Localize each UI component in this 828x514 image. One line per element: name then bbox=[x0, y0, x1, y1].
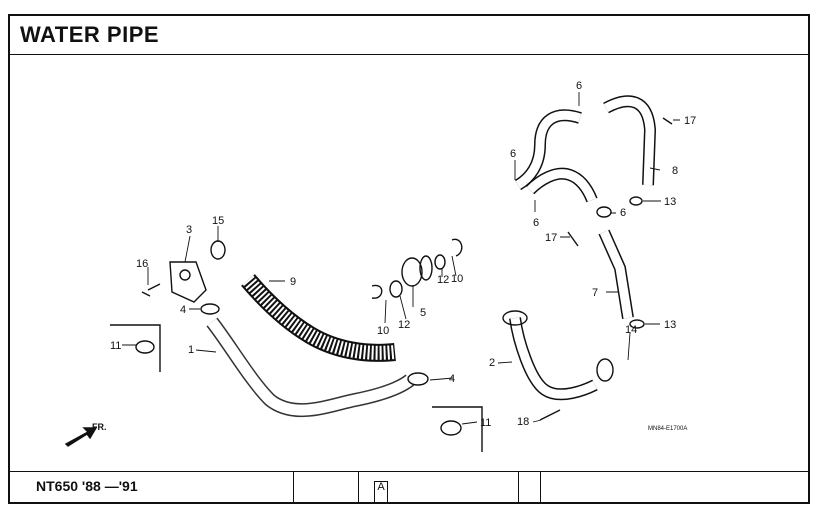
page-title: WATER PIPE bbox=[20, 22, 160, 47]
callout-7: 7 bbox=[592, 287, 598, 299]
front-direction-label: FR. bbox=[92, 422, 107, 432]
callout-9: 9 bbox=[290, 276, 296, 288]
callout-12b: 12 bbox=[437, 274, 449, 286]
figure-code: MN84-E1700A bbox=[648, 426, 687, 432]
callout-11: 11 bbox=[110, 340, 121, 352]
callout-10b: 10 bbox=[451, 273, 463, 285]
footer-divider bbox=[293, 472, 294, 502]
callout-13b: 13 bbox=[664, 319, 676, 331]
callout-17b: 17 bbox=[684, 115, 696, 127]
title-bar: WATER PIPE bbox=[10, 16, 808, 55]
callout-6: 6 bbox=[576, 80, 582, 92]
callout-13: 13 bbox=[664, 196, 676, 208]
callout-2: 2 bbox=[489, 357, 495, 369]
callout-17: 17 bbox=[545, 232, 557, 244]
callout-4: 4 bbox=[180, 304, 186, 316]
callout-12: 12 bbox=[398, 319, 410, 331]
callout-16: 16 bbox=[136, 258, 148, 270]
model-label: NT650 '88 —'91 bbox=[36, 478, 138, 494]
callout-8: 8 bbox=[672, 165, 678, 177]
callout-6d: 6 bbox=[620, 207, 626, 219]
callout-6c: 6 bbox=[533, 217, 539, 229]
callout-5: 5 bbox=[420, 307, 426, 319]
section-letter: A bbox=[374, 481, 388, 503]
callout-4b: 4 bbox=[449, 373, 455, 385]
callout-1: 1 bbox=[188, 344, 194, 356]
footer-bar: NT650 '88 —'91 A bbox=[10, 471, 808, 503]
callout-6b: 6 bbox=[510, 148, 516, 160]
callout-3: 3 bbox=[186, 224, 192, 236]
footer-divider bbox=[518, 472, 519, 502]
callout-15: 15 bbox=[212, 215, 224, 227]
callout-14: 14 bbox=[625, 324, 637, 336]
callout-18: 18 bbox=[517, 416, 529, 428]
callout-11b: 11 bbox=[480, 417, 491, 429]
footer-divider bbox=[358, 472, 359, 502]
footer-divider bbox=[540, 472, 541, 502]
callout-10: 10 bbox=[377, 325, 389, 337]
